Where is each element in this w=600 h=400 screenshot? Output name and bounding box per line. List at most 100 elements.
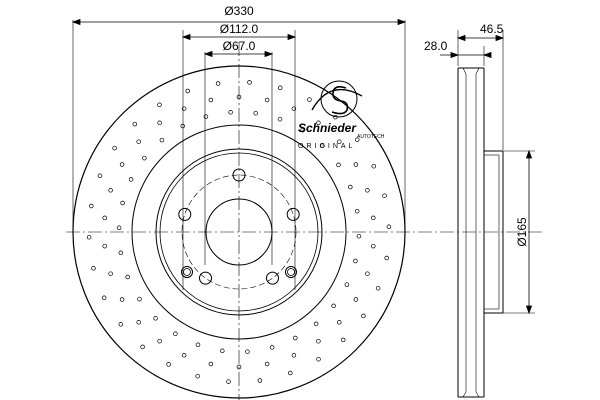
drill-hole — [353, 258, 358, 264]
drill-hole — [97, 173, 103, 179]
drill-hole — [337, 139, 342, 144]
bolt-hole — [181, 266, 193, 278]
drill-hole — [288, 370, 293, 376]
drill-hole — [264, 97, 270, 103]
drill-hole — [157, 120, 162, 126]
cross-drilled-holes — [86, 80, 392, 384]
drill-hole — [181, 353, 187, 358]
bolt-hole — [199, 271, 212, 285]
logo-brand-text: Schnieder — [298, 121, 357, 135]
drill-hole — [245, 349, 250, 354]
drill-hole — [257, 378, 263, 383]
drill-hole — [269, 345, 275, 350]
drill-hole — [291, 353, 297, 358]
drill-hole — [101, 295, 107, 301]
centerlines — [66, 42, 545, 400]
drill-hole — [137, 296, 142, 302]
brand-logo: Schnieder AUTOTECH ORIGINAL — [298, 80, 385, 150]
bolt-holes — [178, 168, 300, 285]
drill-hole — [125, 274, 130, 280]
drill-hole — [102, 215, 107, 221]
drill-hole — [336, 162, 341, 168]
drill-hole — [365, 188, 370, 193]
drill-hole — [253, 110, 258, 116]
drill-hole — [181, 106, 187, 111]
drill-hole — [384, 255, 389, 261]
logo-emblem — [320, 80, 358, 118]
drill-hole — [291, 106, 297, 111]
drill-hole — [142, 155, 147, 161]
drill-hole — [354, 137, 360, 142]
total-height-label: 46.5 — [480, 22, 504, 36]
drill-hole — [136, 320, 141, 325]
bolt-circle-label: Ø112.0 — [220, 22, 259, 36]
drill-hole — [316, 120, 321, 126]
drill-hole — [157, 102, 162, 108]
center-bore-label: Ø67.0 — [223, 39, 256, 53]
drill-hole — [116, 225, 122, 231]
drill-hole — [195, 342, 201, 348]
drill-hole — [86, 234, 92, 240]
drill-hole — [337, 320, 342, 325]
drill-hole — [277, 116, 283, 122]
side-view — [457, 67, 504, 398]
logo-subbrand-text: AUTOTECH — [357, 134, 385, 140]
bolt-hole — [178, 207, 192, 221]
hat-diameter-label: Ø165 — [515, 217, 529, 247]
logo-tagline-text: ORIGINAL — [298, 143, 355, 150]
drill-hole — [136, 139, 141, 144]
drill-hole — [140, 344, 145, 350]
drill-hole — [153, 316, 158, 321]
drill-hole — [220, 348, 225, 354]
drill-hole — [132, 121, 138, 127]
drill-hole — [228, 110, 233, 115]
drill-hole — [208, 361, 214, 367]
drill-hole — [195, 373, 200, 379]
drill-hole — [340, 337, 346, 343]
drill-hole — [128, 177, 134, 182]
drill-hole — [119, 297, 125, 302]
drill-hole — [344, 282, 350, 287]
drill-hole — [300, 127, 305, 133]
bolt-hole — [287, 268, 295, 276]
drill-hole — [293, 335, 298, 341]
drill-hole — [371, 215, 376, 221]
drill-hole — [361, 313, 366, 319]
drill-hole — [118, 322, 124, 327]
bolt-hole — [285, 266, 297, 278]
drill-hole — [307, 97, 312, 102]
drill-hole — [118, 250, 124, 256]
drill-hole — [112, 145, 117, 151]
drill-hole — [348, 184, 353, 190]
drill-hole — [226, 379, 231, 384]
drill-hole — [356, 233, 362, 239]
drill-hole — [331, 303, 336, 309]
drill-hole — [353, 162, 359, 167]
logo-s-icon — [331, 86, 349, 115]
drill-hole — [365, 271, 370, 276]
drill-hole — [108, 271, 113, 276]
drill-hole — [278, 85, 283, 91]
drill-hole — [264, 361, 270, 367]
drill-hole — [208, 97, 214, 103]
drill-hole — [173, 331, 178, 337]
side-dimension-lines — [440, 30, 535, 315]
drill-hole — [371, 163, 377, 169]
bolt-hole — [183, 268, 191, 276]
drill-hole — [89, 203, 94, 209]
drill-hole — [316, 356, 321, 362]
drill-hole — [320, 143, 325, 148]
drill-hole — [247, 80, 252, 85]
bolt-hole — [286, 207, 300, 221]
drill-hole — [382, 193, 387, 198]
drill-hole — [91, 266, 96, 271]
drill-hole — [371, 243, 376, 249]
drill-hole — [119, 162, 125, 167]
outer-diameter-label: Ø330 — [224, 4, 254, 18]
bolt-hole — [266, 271, 279, 285]
drill-hole — [386, 224, 392, 230]
drill-hole — [185, 88, 190, 94]
drill-hole — [313, 321, 319, 327]
drill-hole — [120, 200, 125, 206]
